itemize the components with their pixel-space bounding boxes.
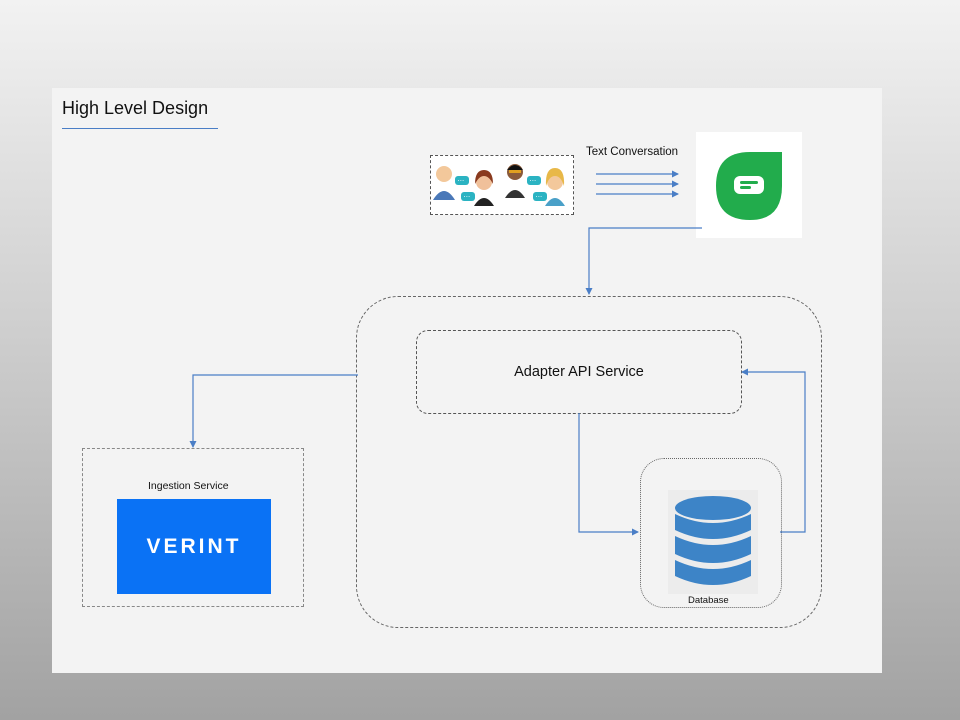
- svg-text:···: ···: [464, 193, 471, 201]
- ingestion-service-label: Ingestion Service: [148, 480, 229, 492]
- database-to-adapter-connector: [741, 368, 806, 533]
- agents-chat-icon: ··· ··· ···: [433, 164, 565, 206]
- agent-avatar: [474, 170, 494, 206]
- app-to-adapter-connector: [585, 227, 702, 295]
- text-conversation-label: Text Conversation: [586, 146, 679, 158]
- slide-canvas: High Level Design ··· ···: [52, 88, 882, 673]
- agent-avatar: [433, 166, 455, 200]
- ingestion-service-box: [82, 448, 304, 607]
- svg-text:···: ···: [530, 177, 537, 185]
- title-underline: [62, 128, 218, 129]
- agent-avatar: [545, 168, 565, 206]
- adapter-api-service-label: Adapter API Service: [514, 364, 644, 380]
- verint-logo: VERINT: [117, 499, 271, 594]
- messaging-app-box: [696, 132, 802, 238]
- database-stack-icon: [668, 490, 758, 594]
- database-box: [640, 458, 782, 608]
- verint-logo-text: VERINT: [146, 534, 242, 558]
- database-label: Database: [688, 595, 729, 606]
- slide-title: High Level Design: [62, 98, 209, 118]
- adapter-to-database-connector: [578, 413, 639, 536]
- service-boundary: [356, 296, 822, 628]
- service-to-ingestion-connector: [189, 374, 358, 448]
- svg-text:···: ···: [458, 177, 465, 185]
- chat-bubble-icon: [716, 152, 782, 220]
- agents-box: ··· ··· ···: [430, 155, 574, 215]
- svg-text:···: ···: [536, 193, 543, 201]
- agent-avatar: [505, 164, 525, 198]
